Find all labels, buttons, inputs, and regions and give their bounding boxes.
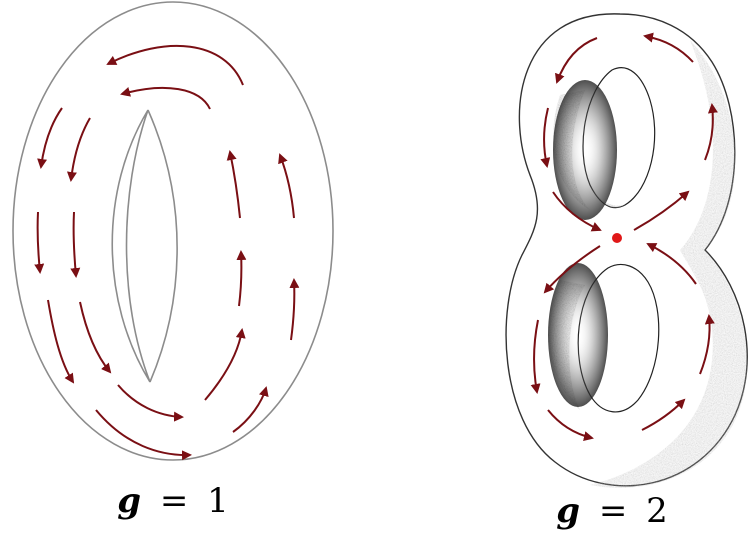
flow-arrow: [530, 319, 541, 394]
flow-arrow: [232, 386, 269, 433]
flow-arrow: [120, 86, 211, 110]
flow-arrow: [699, 314, 715, 375]
flow-arrow: [34, 211, 45, 274]
upper-hole-rim-shade: [553, 80, 617, 220]
flow-arrow: [47, 299, 75, 384]
flow-arrow: [37, 107, 63, 169]
double-torus-flow-arrows: [530, 32, 718, 442]
flow-arrow: [204, 328, 246, 401]
flow-arrow: [278, 153, 295, 219]
critical-point: [612, 233, 622, 243]
flow-arrow: [633, 190, 690, 231]
lower-hole-rim-shade: [548, 263, 608, 407]
flow-arrow: [641, 398, 686, 431]
flow-arrow: [79, 301, 112, 374]
torus-panel: g = 1: [12, 1, 334, 521]
double-torus-genus-label: g = 2: [556, 491, 668, 531]
flow-arrow: [646, 243, 697, 285]
double-torus-shading: [590, 40, 748, 488]
flow-arrow: [95, 409, 192, 461]
flow-arrow: [543, 245, 601, 294]
flow-arrow: [547, 409, 594, 442]
flow-arrow: [117, 384, 184, 422]
flow-arrow: [106, 44, 244, 86]
flow-arrow: [66, 117, 91, 182]
torus-flow-arrows: [34, 44, 300, 461]
flow-arrow: [289, 278, 300, 341]
double-torus-panel: g = 2: [505, 13, 748, 531]
flow-arrow: [555, 37, 598, 84]
flow-arrow: [70, 211, 81, 278]
flow-arrow: [540, 107, 551, 168]
flow-arrow: [552, 191, 602, 232]
torus-outer-outline: [12, 1, 334, 461]
flow-arrow: [643, 32, 694, 63]
flow-arrow: [226, 150, 241, 219]
torus-genus-label: g = 1: [117, 481, 229, 521]
flow-arrow: [704, 103, 718, 161]
flow-arrow: [236, 250, 247, 307]
torus-hole-outline: [111, 109, 178, 383]
